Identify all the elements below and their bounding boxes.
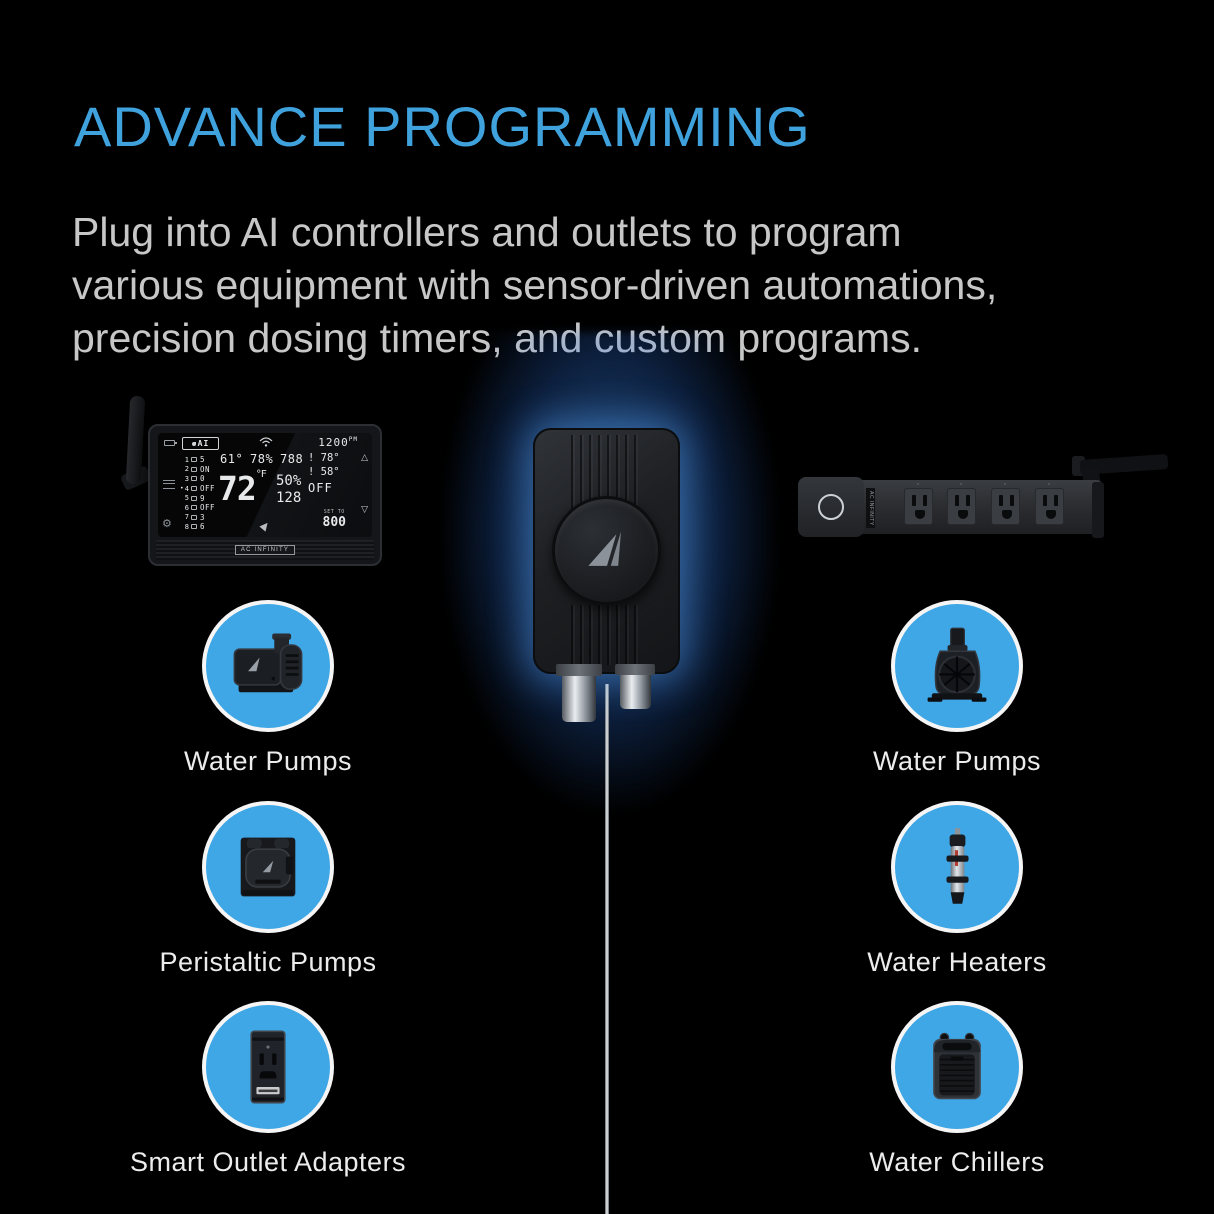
equipment-item-water-chillers: Water Chillers bbox=[797, 1001, 1117, 1178]
icon-circle bbox=[891, 600, 1023, 732]
connector-barrel bbox=[562, 676, 596, 722]
battery-icon bbox=[164, 440, 177, 446]
plug-icon bbox=[191, 524, 197, 530]
power-cable bbox=[605, 684, 609, 1214]
description-line: Plug into AI controllers and outlets to … bbox=[72, 209, 902, 255]
equipment-item-peristaltic-pumps: Peristaltic Pumps bbox=[108, 801, 428, 978]
alert-high: ! 78° bbox=[308, 452, 340, 464]
alert-readouts: ! 78° ! 58° OFF bbox=[308, 451, 348, 495]
equipment-item-water-heaters: Water Heaters bbox=[797, 801, 1117, 978]
item-label: Smart Outlet Adapters bbox=[129, 1147, 407, 1177]
item-label: Peristaltic Pumps bbox=[159, 947, 377, 977]
outlet-socket-icon bbox=[947, 488, 976, 525]
connector-nut bbox=[615, 664, 655, 675]
item-label: Water Chillers bbox=[869, 1147, 1045, 1177]
plug-icon bbox=[191, 514, 197, 520]
gear-icon: ⚙ bbox=[162, 517, 172, 530]
send-arrow-icon bbox=[259, 520, 271, 532]
extra-reading-small: 788 bbox=[280, 452, 304, 466]
plug-icon bbox=[191, 466, 197, 472]
ai-logo-text: AI bbox=[197, 439, 210, 448]
plug-icon bbox=[191, 457, 197, 463]
speaker-grille: AC INFINITY bbox=[156, 540, 374, 560]
outlet-socket-icon bbox=[1035, 488, 1064, 525]
mode-readout: OFF bbox=[308, 481, 333, 495]
equipment-item-water-pumps-left: Water Pumps bbox=[108, 600, 428, 777]
icon-circle bbox=[891, 1001, 1023, 1133]
strip-control-module bbox=[798, 477, 864, 537]
outlet-socket-icon bbox=[991, 488, 1020, 525]
plug-icon bbox=[191, 486, 197, 492]
icon-circle bbox=[202, 1001, 334, 1133]
item-label: Water Pumps bbox=[872, 746, 1042, 776]
hub-emblem bbox=[552, 496, 661, 605]
screw-dot bbox=[917, 483, 919, 485]
leaf-icon bbox=[191, 441, 196, 446]
smart-hub-device bbox=[533, 428, 680, 674]
temp-reading-small: 61° bbox=[220, 452, 244, 466]
water-chiller-icon bbox=[933, 1032, 981, 1100]
screw-dot bbox=[1004, 483, 1006, 485]
icon-circle bbox=[202, 801, 334, 933]
screw-dot bbox=[960, 483, 962, 485]
plug-icon bbox=[191, 505, 197, 511]
water-heater-icon bbox=[946, 828, 969, 904]
clock-display: 1200PM bbox=[318, 436, 358, 449]
icon-circle bbox=[202, 600, 334, 732]
ai-logo-badge: AI bbox=[182, 437, 219, 450]
inline-water-pump-icon bbox=[233, 633, 303, 693]
main-temperature: 72°F bbox=[218, 469, 267, 508]
humidity-reading-small: 78% bbox=[250, 452, 274, 466]
main-humidity: 50% bbox=[276, 473, 302, 489]
submersible-water-pump-icon bbox=[927, 627, 987, 702]
power-button-icon bbox=[818, 494, 844, 520]
description: Plug into AI controllers and outlets to … bbox=[72, 206, 1052, 365]
controller-brand-badge: AC INFINITY bbox=[234, 545, 296, 555]
strip-brand-label: AC INFINITY bbox=[866, 488, 875, 528]
wifi-icon bbox=[259, 437, 273, 447]
set-to-readout: SET TO 800 bbox=[322, 509, 346, 530]
ac-infinity-swoosh-icon bbox=[587, 530, 621, 566]
smart-outlet-adapter-icon bbox=[250, 1030, 286, 1104]
connector-barrel bbox=[620, 675, 651, 709]
menu-icon bbox=[163, 480, 175, 489]
outlet-socket-icon bbox=[904, 488, 933, 525]
up-arrow-icon: △ bbox=[361, 453, 368, 463]
equipment-item-smart-outlet-adapters: Smart Outlet Adapters bbox=[108, 1001, 428, 1178]
plug-icon bbox=[191, 495, 197, 501]
description-line: various equipment with sensor-driven aut… bbox=[72, 262, 998, 308]
main-extra: 128 bbox=[276, 490, 302, 506]
hub-ridges-bottom bbox=[571, 605, 643, 665]
equipment-item-water-pumps-right: Water Pumps bbox=[797, 600, 1117, 777]
item-label: Water Pumps bbox=[183, 746, 353, 776]
down-arrow-icon: ▽ bbox=[361, 505, 368, 515]
icon-circle bbox=[891, 801, 1023, 933]
alert-low: ! 58° bbox=[308, 466, 340, 478]
page-title: ADVANCE PROGRAMMING bbox=[74, 95, 811, 158]
smart-power-strip-device: AC INFINITY bbox=[796, 448, 1176, 558]
connector-nut bbox=[556, 664, 602, 676]
peristaltic-pump-icon bbox=[240, 837, 296, 897]
strip-end-cap bbox=[1092, 482, 1104, 538]
plug-icon bbox=[191, 476, 197, 482]
item-label: Water Heaters bbox=[867, 947, 1047, 977]
screw-dot bbox=[1048, 483, 1050, 485]
